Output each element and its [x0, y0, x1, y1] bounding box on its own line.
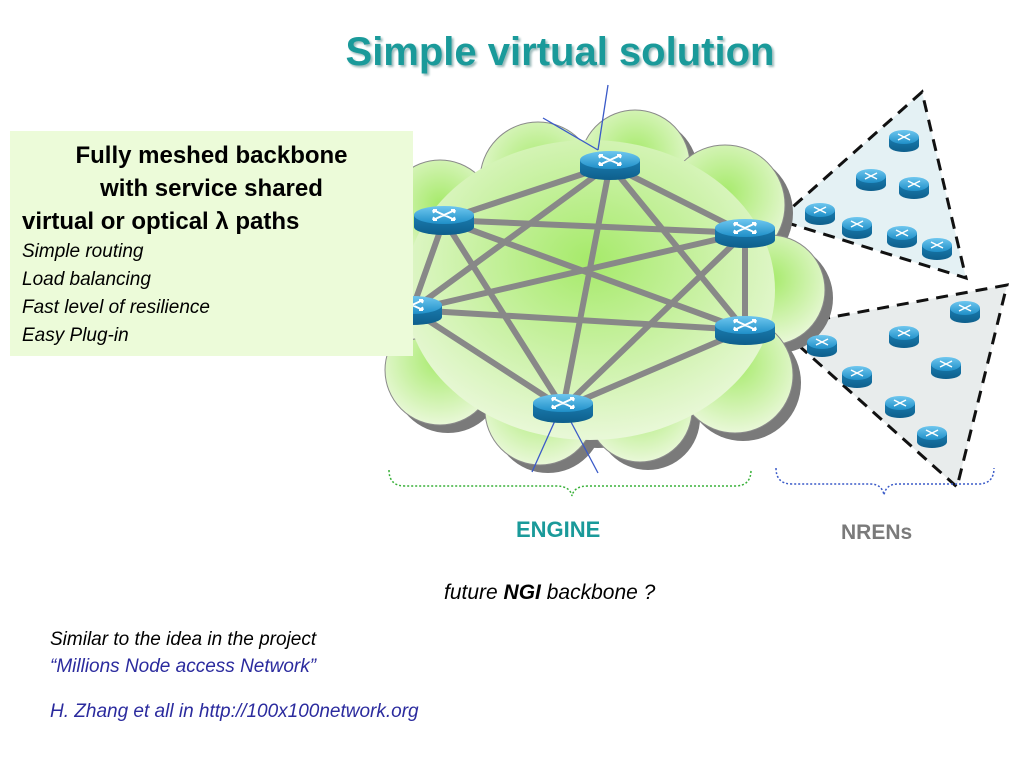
nren-router-icon	[888, 129, 920, 153]
nrens-label: NRENs	[841, 521, 913, 544]
engine-brace	[388, 469, 752, 497]
feature-item: Load balancing	[22, 269, 151, 290]
slide-title: Simple virtual solution	[345, 30, 775, 74]
project-name: “Millions Node access Network”	[50, 656, 317, 677]
nren-router-icon	[884, 395, 916, 419]
router-icon	[714, 315, 776, 346]
reference-link[interactable]: H. Zhang et all in http://100x100network…	[50, 701, 419, 722]
callout-heading-line: with service shared	[100, 175, 323, 202]
feature-callout: Fully meshed backbone with service share…	[10, 131, 413, 356]
nren-router-icon	[916, 425, 948, 449]
nren-router-icon	[841, 365, 873, 389]
mesh-links	[409, 162, 748, 411]
nren-router-icon	[804, 202, 836, 226]
nren-router-icon	[888, 325, 920, 349]
feature-item: Simple routing	[22, 241, 144, 262]
nren-router-icon	[806, 334, 838, 358]
router-icon	[413, 205, 475, 236]
ngi-question: future NGI backbone ?	[444, 581, 655, 605]
nren-router-icon	[855, 168, 887, 192]
feature-item: Fast level of resilience	[22, 297, 210, 318]
ngi-emphasis: NGI	[503, 581, 541, 604]
nren-router-icon	[886, 225, 918, 249]
nren-triangle-lower	[774, 283, 1010, 490]
nren-router-icon	[930, 356, 962, 380]
router-icon	[579, 150, 641, 181]
feature-item: Easy Plug-in	[22, 325, 129, 346]
ngi-suffix: backbone ?	[540, 581, 656, 604]
nren-router-icon	[898, 176, 930, 200]
callout-heading-line: Fully meshed backbone	[75, 142, 348, 169]
nren-router-icon	[921, 237, 953, 261]
ngi-prefix: future	[444, 581, 504, 604]
similar-note: Similar to the idea in the project	[50, 629, 317, 650]
nren-router-icon	[949, 300, 981, 324]
nren-router-icon	[841, 216, 873, 240]
router-icon	[714, 218, 776, 249]
callout-heading-line: virtual or optical λ paths	[22, 208, 300, 235]
router-icon	[532, 393, 594, 424]
engine-label: ENGINE	[516, 517, 601, 542]
